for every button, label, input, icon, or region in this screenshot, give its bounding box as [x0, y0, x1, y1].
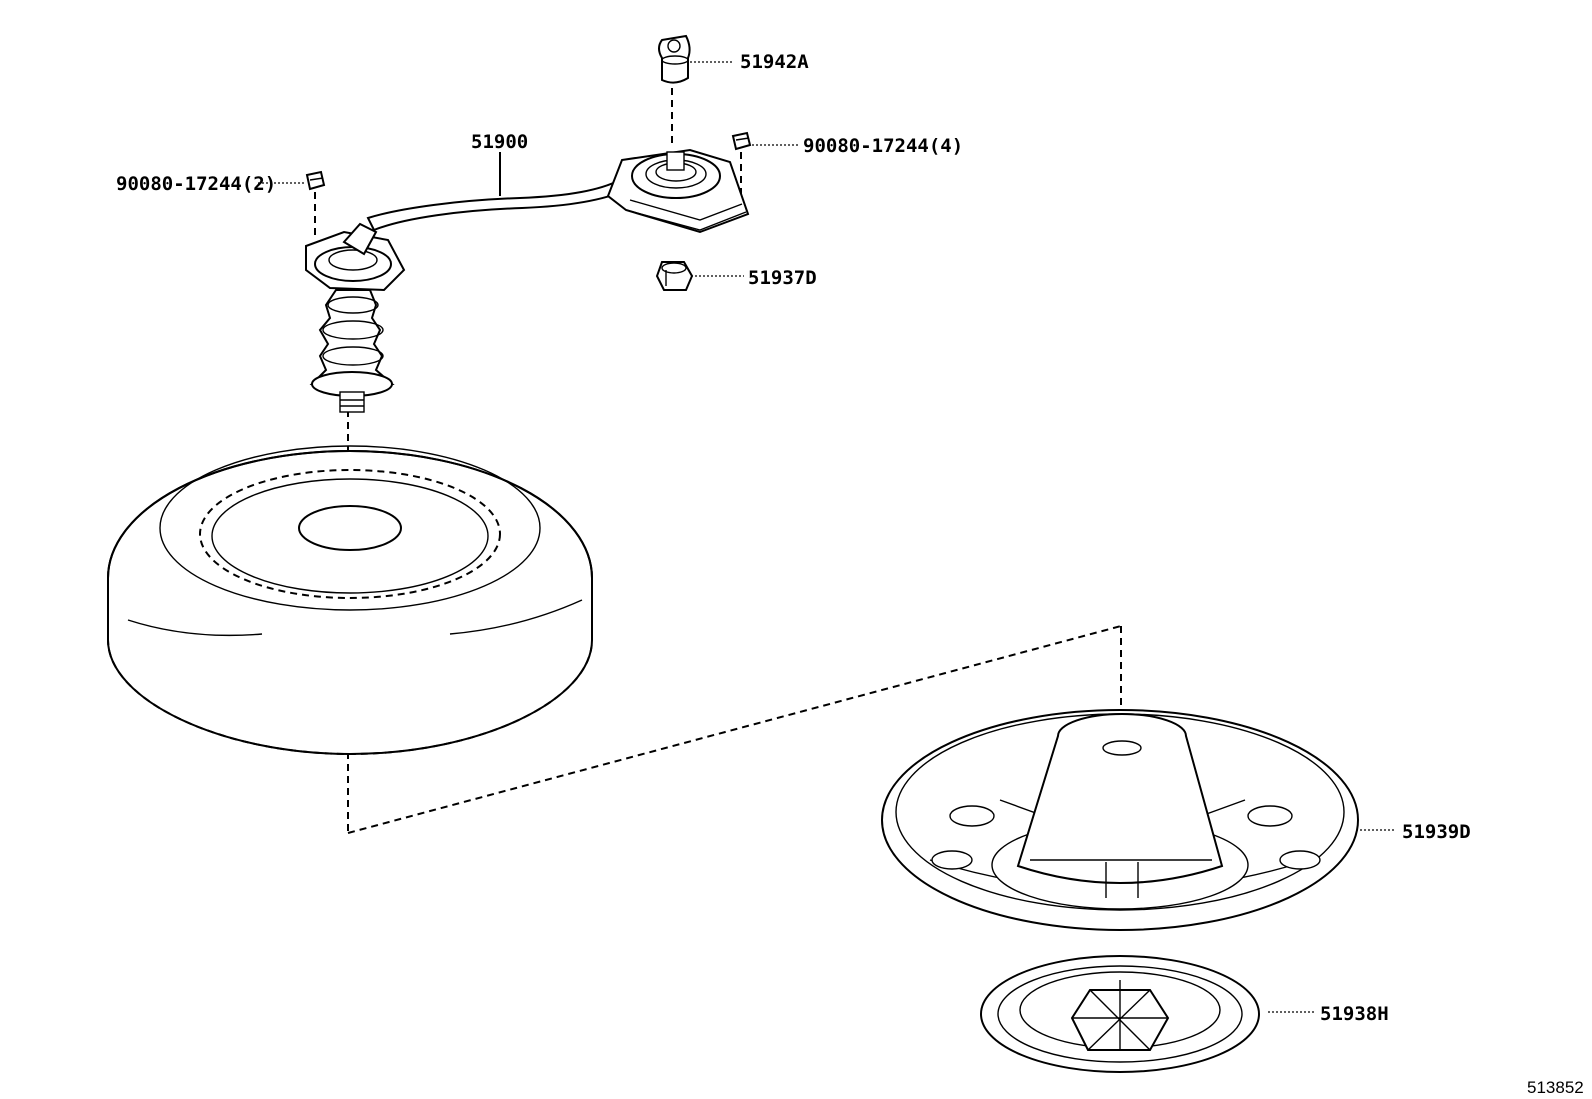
spare-tire-carrier	[305, 148, 750, 413]
part-labels: 51942A 90080-17244(4) 51900 90080-17244(…	[116, 51, 1584, 1097]
label-plate: 51938H	[1320, 1003, 1389, 1025]
spare-tire	[107, 445, 593, 756]
label-hook: 51942A	[740, 51, 809, 73]
diagram-code: 513852	[1527, 1078, 1584, 1097]
spacer	[881, 709, 1359, 931]
label-cap: 51937D	[748, 267, 817, 289]
hook	[658, 34, 691, 84]
cap	[655, 261, 694, 291]
label-carrier: 51900	[471, 131, 528, 153]
label-nut-4: 90080-17244(4)	[803, 135, 963, 157]
plate	[980, 955, 1260, 1073]
label-spacer: 51939D	[1402, 821, 1471, 843]
label-nut-2: 90080-17244(2)	[116, 173, 276, 195]
nut-left	[305, 170, 326, 191]
nut-right	[731, 131, 752, 151]
